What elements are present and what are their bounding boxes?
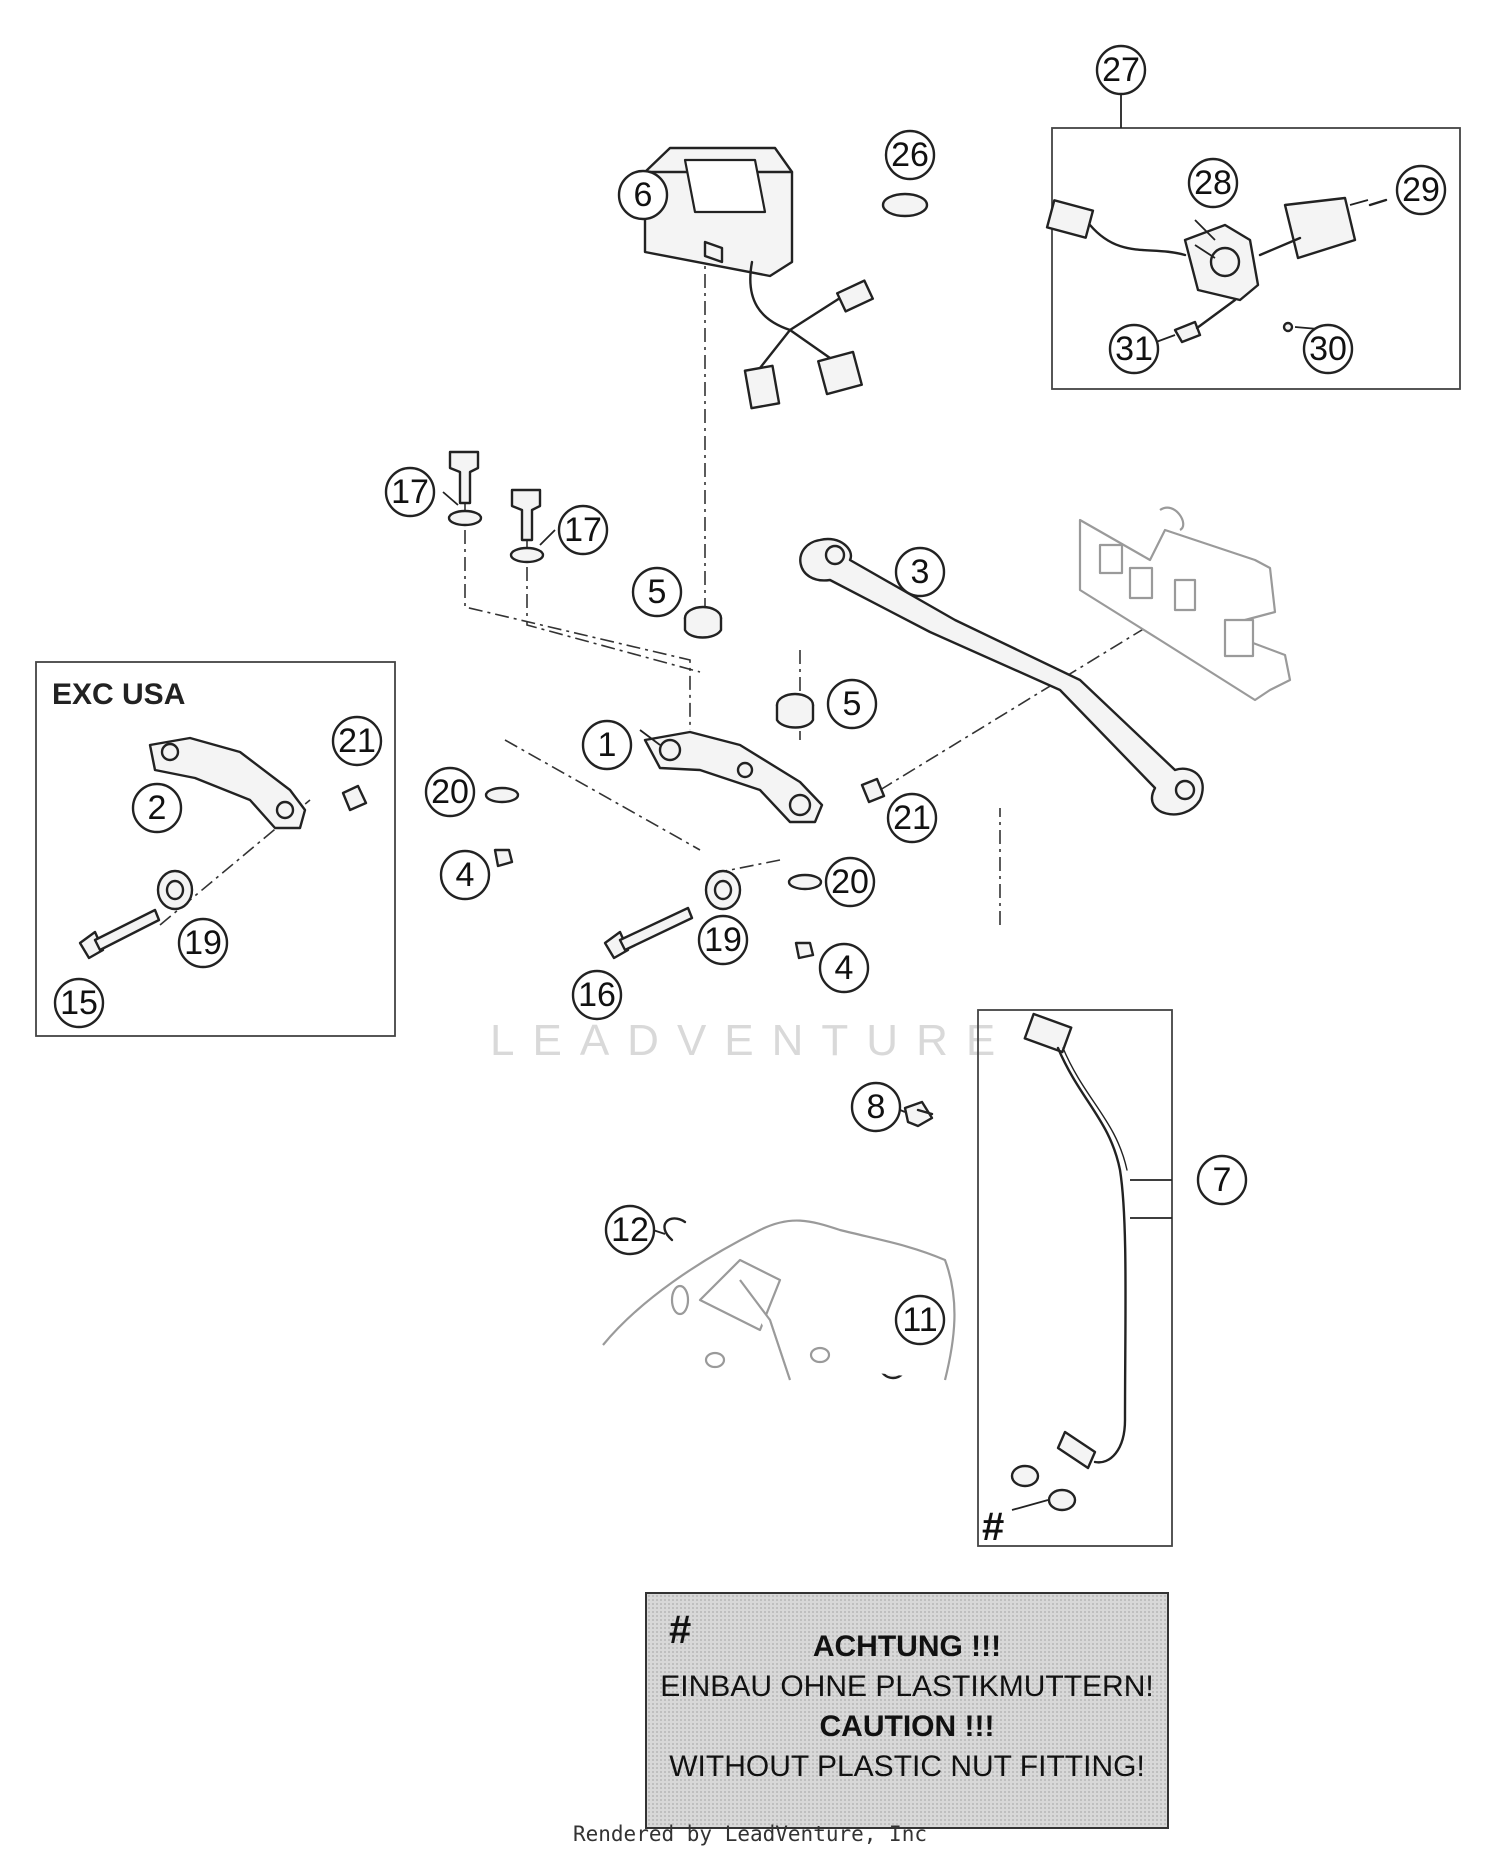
- rubber-19b: [704, 869, 742, 911]
- svg-text:17: 17: [391, 473, 429, 511]
- sensor-cable-7: [1010, 1012, 1128, 1512]
- nut-4b: [794, 941, 815, 960]
- svg-text:8: 8: [867, 1088, 886, 1126]
- bracket-3: [799, 537, 1204, 816]
- callout-21a: 21: [331, 715, 383, 767]
- svg-text:4: 4: [835, 949, 854, 987]
- callout-8: 8: [850, 1081, 902, 1133]
- spacer-21a: [341, 784, 368, 812]
- hash-mark: #: [982, 1505, 1004, 1549]
- box-27-kit: [1051, 127, 1461, 390]
- svg-text:11: 11: [902, 1301, 937, 1339]
- nut-4a: [493, 848, 514, 868]
- svg-text:5: 5: [648, 573, 667, 611]
- spacer-21b: [860, 777, 886, 804]
- svg-text:17: 17: [564, 511, 602, 549]
- svg-text:3: 3: [911, 553, 930, 591]
- callout-27: 27: [1095, 44, 1147, 96]
- callout-29: 29: [1395, 164, 1447, 216]
- callout-30: 30: [1302, 323, 1354, 375]
- callout-4b: 4: [818, 942, 870, 994]
- svg-text:27: 27: [1102, 51, 1140, 89]
- svg-text:26: 26: [891, 136, 929, 174]
- callout-5b: 5: [826, 678, 878, 730]
- speedometer-unit: [643, 146, 875, 410]
- svg-text:16: 16: [578, 976, 616, 1014]
- svg-text:19: 19: [704, 921, 742, 959]
- holder-plate-2: [148, 736, 307, 830]
- holder-plate-1: [643, 730, 824, 824]
- screw-15: [509, 488, 545, 564]
- svg-text:7: 7: [1213, 1161, 1232, 1199]
- callout-20a: 20: [424, 766, 476, 818]
- callout-28: 28: [1187, 157, 1239, 209]
- note-hash-symbol: #: [669, 1608, 692, 1652]
- callout-21b: 21: [886, 792, 938, 844]
- callout-2: 2: [131, 782, 183, 834]
- svg-text:30: 30: [1309, 330, 1347, 368]
- svg-text:12: 12: [611, 1211, 649, 1249]
- callout-5a: 5: [631, 566, 683, 618]
- callout-1: 1: [581, 719, 633, 771]
- svg-text:20: 20: [431, 773, 469, 811]
- note-line-3: CAUTION !!!: [819, 1710, 995, 1743]
- svg-text:31: 31: [1115, 330, 1153, 368]
- wheel-hub: [602, 1219, 956, 1381]
- inset-label: EXC USA: [52, 678, 185, 711]
- svg-text:28: 28: [1194, 164, 1232, 202]
- note-line-2: EINBAU OHNE PLASTIKMUTTERN!: [660, 1670, 1154, 1703]
- callout-6: 6: [617, 169, 669, 221]
- callout-20b: 20: [824, 856, 876, 908]
- callout-16: 17: [384, 466, 436, 518]
- svg-text:1: 1: [598, 726, 617, 764]
- svg-text:15: 15: [60, 984, 98, 1022]
- callout-15: 17: [557, 504, 609, 556]
- box-7-cable: [977, 1009, 1173, 1547]
- screw-17a: [78, 908, 161, 960]
- screw-16: [447, 450, 483, 527]
- svg-text:6: 6: [634, 176, 653, 214]
- box-exc-usa: [35, 661, 396, 1037]
- svg-text:4: 4: [456, 856, 475, 894]
- cap-26: [881, 192, 929, 218]
- callout-17a: 15: [53, 977, 105, 1029]
- footer-credit: Rendered by LeadVenture, Inc: [572, 1822, 927, 1846]
- callout-26: 26: [884, 129, 936, 181]
- svg-text:20: 20: [831, 863, 869, 901]
- note-line-4: WITHOUT PLASTIC NUT FITTING!: [669, 1750, 1145, 1783]
- svg-text:2: 2: [148, 789, 167, 827]
- svg-text:19: 19: [184, 924, 222, 962]
- callout-4a: 4: [439, 849, 491, 901]
- svg-text:29: 29: [1402, 171, 1440, 209]
- washer-20b: [787, 873, 823, 891]
- callout-12: 12: [604, 1204, 656, 1256]
- caution-note: # ACHTUNG !!! EINBAU OHNE PLASTIKMUTTERN…: [645, 1592, 1169, 1829]
- callout-19a: 19: [177, 917, 229, 969]
- callout-19b: 19: [697, 914, 749, 966]
- note-line-1: ACHTUNG !!!: [812, 1630, 1002, 1663]
- callout-7: 7: [1196, 1154, 1248, 1206]
- clip-8: [903, 1100, 934, 1128]
- rubber-nut-5a: [683, 605, 723, 639]
- svg-text:5: 5: [843, 685, 862, 723]
- callout-17b: 16: [571, 969, 623, 1021]
- watermark: LEADVENTURE: [490, 1016, 1013, 1065]
- callout-31: 31: [1108, 323, 1160, 375]
- circlip-12: [663, 1217, 687, 1242]
- rubber-nut-5b: [775, 692, 815, 729]
- washer-20a: [484, 786, 520, 804]
- callout-11: 11: [894, 1294, 946, 1346]
- screw-17b: [603, 906, 694, 960]
- kit-27-parts: [1045, 196, 1388, 344]
- svg-text:21: 21: [338, 722, 376, 760]
- callout-3: 3: [894, 546, 946, 598]
- number-plate: [1078, 506, 1292, 702]
- svg-text:21: 21: [893, 799, 931, 837]
- rubber-19a: [156, 869, 194, 911]
